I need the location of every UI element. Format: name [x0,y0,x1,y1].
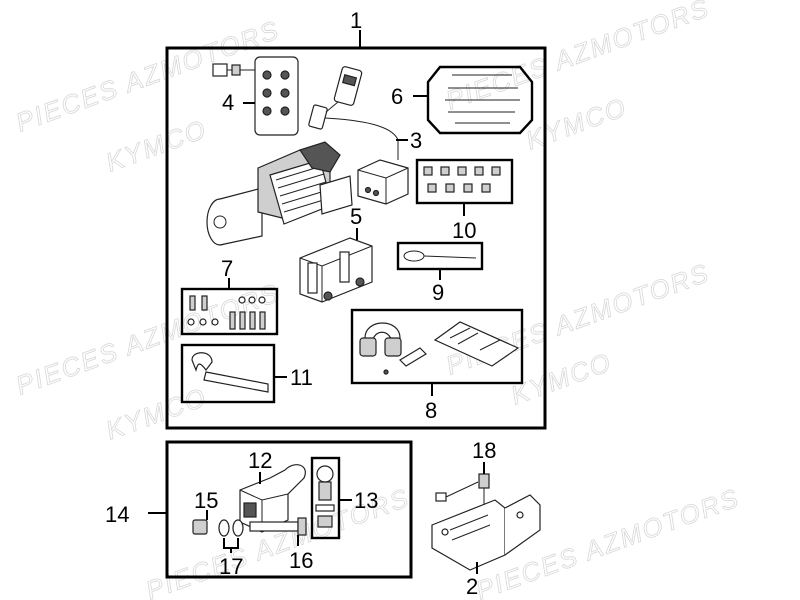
callout-7: 7 [221,256,233,281]
fairlead-part [299,237,373,303]
hook-strap-part [180,343,276,404]
callout-15: 15 [194,488,218,513]
watermark-text: KYMCO [102,381,211,445]
callout-2: 2 [466,574,478,599]
callout-8: 8 [425,398,437,423]
callout-4: 4 [222,90,234,115]
callout-14: 14 [105,502,129,527]
hitch-ball-part [310,456,341,540]
cables-part [426,65,534,135]
shackle-part [350,308,524,385]
callout-6: 6 [391,84,403,109]
callout-16: 16 [289,548,313,573]
callout-9: 9 [432,280,444,305]
callout-12: 12 [248,448,272,473]
contactor-part [212,56,299,136]
callout-11: 11 [290,365,313,390]
watermark-text: PIECES AZMOTORS [442,0,714,116]
wire-rope-part [396,241,484,271]
callout-10: 10 [452,218,476,243]
leader-line [223,538,239,553]
callout-1: 1 [350,8,362,33]
callout-18: 18 [472,438,496,463]
hitch-hardware-part [192,517,307,537]
callout-13: 13 [354,488,378,513]
watermark-text: PIECES AZMOTORS [12,14,284,137]
callout-17: 17 [219,554,243,579]
mounting-plate-part [431,473,541,571]
callout-3: 3 [410,128,422,153]
switch-part [308,66,409,205]
terminal-caps-part [415,158,514,205]
watermark-text: KYMCO [102,113,211,177]
winch-part [206,141,353,246]
watermark-text: KYMCO [522,91,631,155]
callout-5: 5 [350,204,362,229]
winch-kit-frame [165,46,547,430]
hitch-kit-frame [165,440,413,579]
